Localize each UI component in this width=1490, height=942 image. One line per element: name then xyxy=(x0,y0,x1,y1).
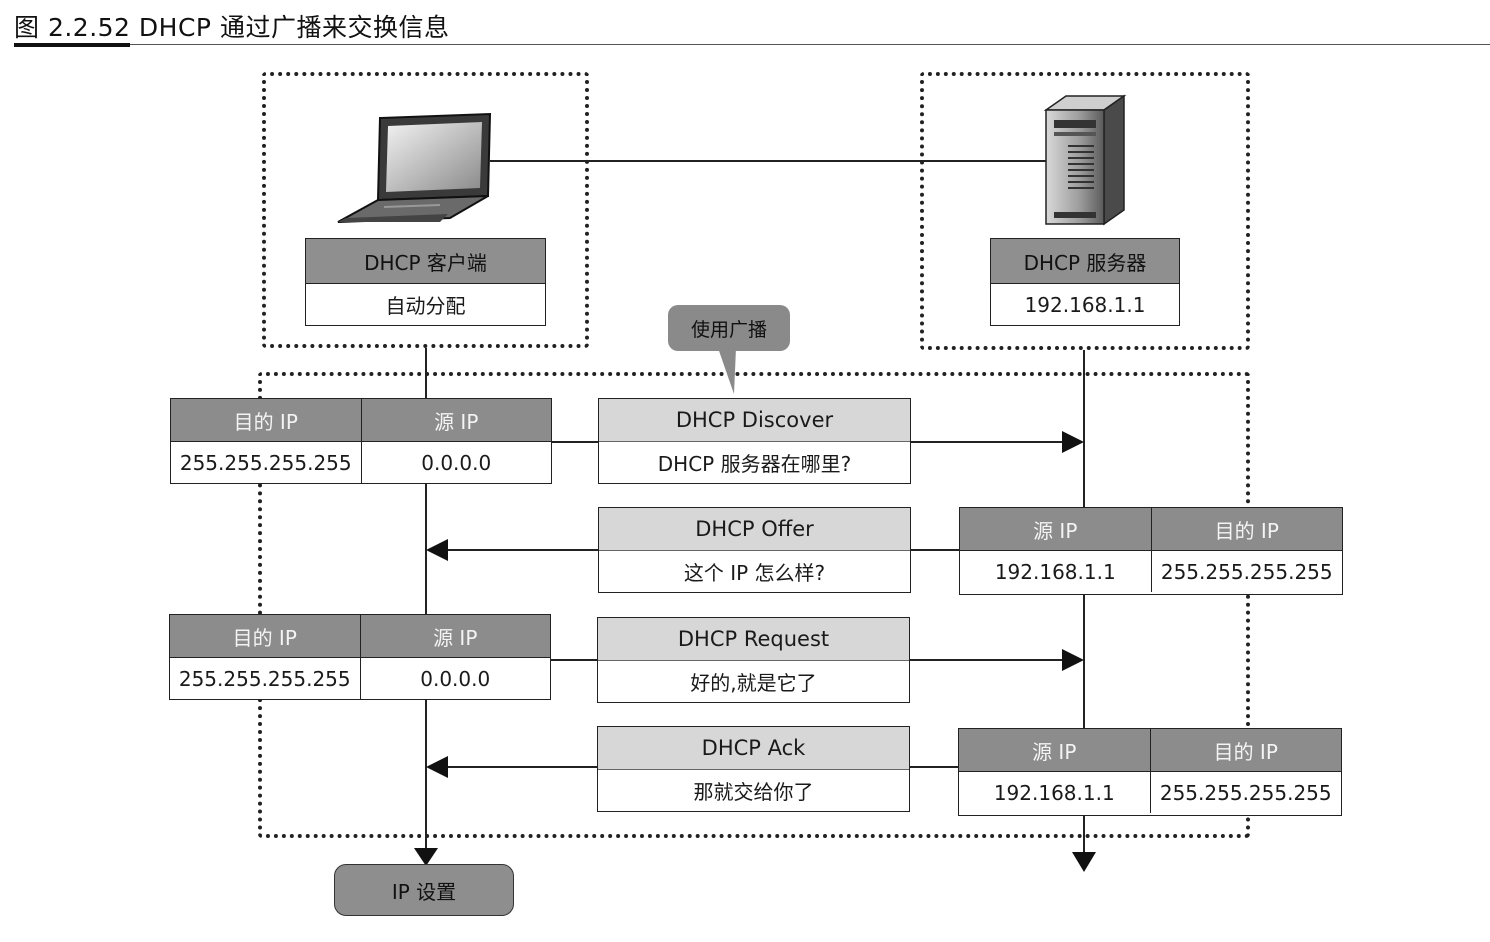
dest-ip-header: 目的 IP xyxy=(1149,729,1342,771)
client-node-value: 自动分配 xyxy=(385,294,466,318)
src-ip-header: 源 IP xyxy=(359,615,551,657)
broadcast-callout: 使用广播 xyxy=(668,305,790,351)
ack-ip-table: 源 IP 目的 IP 192.168.1.1 255.255.255.255 xyxy=(958,728,1342,816)
request-message: DHCP Request 好的,就是它了 xyxy=(597,617,910,703)
laptop-icon xyxy=(337,112,492,223)
ack-message: DHCP Ack 那就交给你了 xyxy=(597,726,910,812)
discover-ip-table: 目的 IP 源 IP 255.255.255.255 0.0.0.0 xyxy=(170,398,552,484)
message-text: 那就交给你了 xyxy=(693,780,814,804)
offer-arrowhead xyxy=(426,539,448,561)
ack-arrowhead xyxy=(426,756,448,778)
dest-ip-header: 目的 IP xyxy=(233,409,298,434)
message-name: DHCP Discover xyxy=(599,399,910,442)
server-node-title: DHCP 服务器 xyxy=(991,239,1179,284)
discover-message: DHCP Discover DHCP 服务器在哪里? xyxy=(598,398,911,484)
figure-title: 图 2.2.52 DHCP 通过广播来交换信息 xyxy=(14,13,450,42)
callout-tail xyxy=(718,348,736,394)
dest-ip-value: 255.255.255.255 xyxy=(178,666,351,691)
discover-arrowhead xyxy=(1062,431,1084,453)
message-text: DHCP 服务器在哪里? xyxy=(657,452,852,476)
server-timeline-arrowhead xyxy=(1072,852,1096,872)
message-name: DHCP Request xyxy=(598,618,909,661)
ip-settings-node: IP 设置 xyxy=(334,864,514,916)
src-ip-value: 192.168.1.1 xyxy=(993,780,1115,805)
server-tower-icon xyxy=(1043,94,1127,226)
dest-ip-header: 目的 IP xyxy=(232,625,297,650)
client-timeline-arrowhead xyxy=(414,848,438,866)
server-node-value: 192.168.1.1 xyxy=(1024,292,1146,317)
client-node: DHCP 客户端 自动分配 xyxy=(305,238,546,326)
message-name: DHCP Ack xyxy=(598,727,909,770)
dest-ip-value: 255.255.255.255 xyxy=(1150,551,1343,592)
exchange-group-frame xyxy=(258,372,1250,838)
message-name: DHCP Offer xyxy=(599,508,910,551)
dest-ip-header: 目的 IP xyxy=(1150,508,1343,550)
request-ip-table: 目的 IP 源 IP 255.255.255.255 0.0.0.0 xyxy=(169,614,551,700)
offer-ip-table: 源 IP 目的 IP 192.168.1.1 255.255.255.255 xyxy=(959,507,1343,595)
title-rule-accent xyxy=(14,43,130,47)
offer-message: DHCP Offer 这个 IP 怎么样? xyxy=(598,507,911,593)
message-text: 这个 IP 怎么样? xyxy=(683,561,826,585)
server-node: DHCP 服务器 192.168.1.1 xyxy=(990,238,1180,326)
client-group-frame xyxy=(262,72,589,348)
src-ip-value: 0.0.0.0 xyxy=(360,442,552,483)
title-rule xyxy=(14,44,1490,45)
message-text: 好的,就是它了 xyxy=(690,671,817,695)
client-node-title: DHCP 客户端 xyxy=(306,239,545,284)
request-arrowhead xyxy=(1062,649,1084,671)
src-ip-value: 0.0.0.0 xyxy=(359,658,551,699)
server-group-frame xyxy=(920,72,1250,350)
dest-ip-value: 255.255.255.255 xyxy=(179,450,352,475)
src-ip-header: 源 IP xyxy=(360,399,552,441)
src-ip-value: 192.168.1.1 xyxy=(994,559,1116,584)
src-ip-header: 源 IP xyxy=(1032,739,1077,764)
dest-ip-value: 255.255.255.255 xyxy=(1149,772,1342,813)
src-ip-header: 源 IP xyxy=(1033,518,1078,543)
